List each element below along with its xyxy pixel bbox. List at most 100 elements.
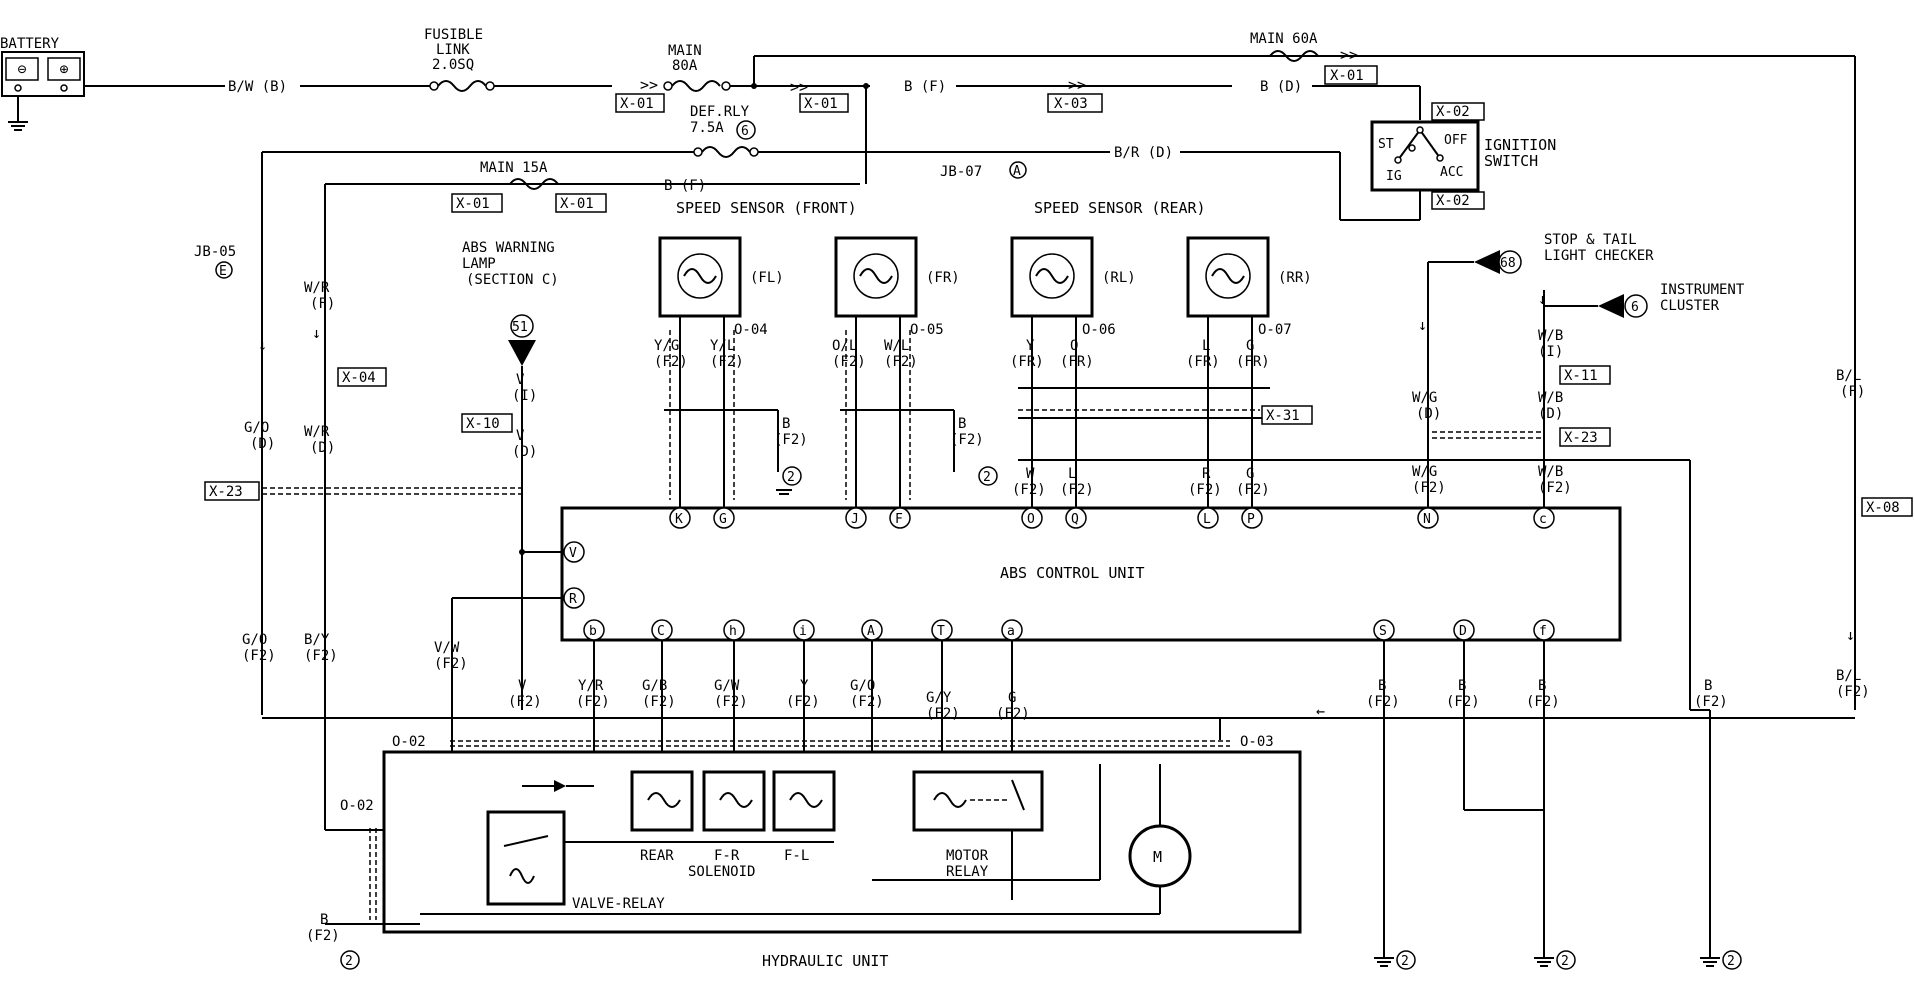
svg-text:ST: ST [1378, 137, 1394, 152]
svg-text:(F2): (F2) [508, 694, 542, 710]
svg-text:MOTOR: MOTOR [946, 848, 989, 864]
jb05-label: JB-05 [194, 244, 236, 260]
svg-text:80A: 80A [672, 58, 698, 74]
svg-text:G: G [1246, 338, 1254, 354]
ignition-switch[interactable]: ST IG OFF ACC IGNITION SWITCH X-02 X-02 [1370, 102, 1556, 210]
svg-text:(SECTION C): (SECTION C) [466, 272, 559, 288]
svg-text:h: h [729, 624, 737, 639]
svg-text:V: V [518, 678, 527, 694]
svg-text:(FR): (FR) [1010, 354, 1044, 370]
svg-text:B: B [782, 416, 790, 432]
wire-b-d: B (D) [1260, 79, 1302, 95]
svg-text:(FR): (FR) [1060, 354, 1094, 370]
svg-text:6: 6 [1631, 300, 1639, 315]
connector-x01-c: X-01 [1330, 68, 1364, 84]
svg-text:(F2): (F2) [1188, 482, 1222, 498]
svg-text:B: B [1538, 678, 1546, 694]
svg-text:(F2): (F2) [1366, 694, 1400, 710]
svg-text:X-23: X-23 [209, 484, 243, 500]
solenoid-fl: F-L [772, 770, 836, 864]
terminals-top: K G J F O Q L P N c [669, 507, 1555, 529]
svg-text:LINK: LINK [436, 42, 470, 58]
svg-text:(F2): (F2) [832, 354, 866, 370]
svg-text:W/G: W/G [1412, 464, 1437, 480]
svg-text:IG: IG [1386, 169, 1402, 184]
svg-text:>>: >> [790, 78, 808, 96]
svg-text:←: ← [1316, 702, 1325, 720]
svg-text:O-05: O-05 [910, 322, 944, 338]
wire-b-f-2: B (F) [664, 178, 706, 194]
speed-sensor-fl: (FL) [658, 236, 784, 318]
svg-text:O: O [1070, 338, 1078, 354]
svg-text:B/L: B/L [1836, 668, 1861, 684]
svg-text:(F2): (F2) [1236, 482, 1270, 498]
svg-text:(D): (D) [512, 444, 537, 460]
svg-text:68: 68 [1500, 256, 1516, 271]
svg-text:G/W: G/W [714, 678, 740, 694]
svg-text:(D): (D) [310, 440, 335, 456]
motor-relay: MOTOR RELAY [912, 770, 1044, 880]
svg-text:E: E [219, 264, 227, 279]
svg-text:(FR): (FR) [1236, 354, 1270, 370]
svg-text:W: W [1026, 466, 1035, 482]
svg-text:(I): (I) [512, 388, 537, 404]
svg-text:ABS WARNING: ABS WARNING [462, 240, 555, 256]
svg-text:SWITCH: SWITCH [1484, 152, 1538, 170]
svg-text:X-02: X-02 [1436, 193, 1470, 209]
svg-text:(F2): (F2) [242, 648, 276, 664]
svg-text:(F2): (F2) [710, 354, 744, 370]
svg-text:FUSIBLE: FUSIBLE [424, 27, 483, 43]
svg-text:B: B [1458, 678, 1466, 694]
svg-text:W/B: W/B [1538, 328, 1563, 344]
pump-motor: M [1128, 824, 1192, 888]
svg-text:F-L: F-L [784, 848, 809, 864]
svg-text:G: G [1246, 466, 1254, 482]
svg-text:(F2): (F2) [850, 694, 884, 710]
svg-text:D: D [1459, 624, 1467, 639]
svg-text:2: 2 [1561, 954, 1569, 969]
svg-text:MAIN 60A: MAIN 60A [1250, 31, 1318, 47]
svg-text:W/L: W/L [884, 338, 909, 354]
svg-text:X-01: X-01 [456, 196, 490, 212]
speed-sensor-rl: (RL) [1010, 236, 1136, 318]
instrument-label-2: CLUSTER [1660, 298, 1720, 314]
svg-text:(F2): (F2) [306, 928, 340, 944]
svg-text:W/R: W/R [304, 424, 330, 440]
svg-text:RELAY: RELAY [946, 864, 989, 880]
svg-text:(F): (F) [1840, 384, 1865, 400]
svg-text:2: 2 [787, 470, 795, 485]
wire-bw-b: B/W (B) [228, 79, 287, 95]
svg-text:(FR): (FR) [1186, 354, 1220, 370]
speed-sensor-front-label: SPEED SENSOR (FRONT) [676, 199, 857, 217]
svg-text:W/B: W/B [1538, 390, 1563, 406]
svg-text:(F2): (F2) [1538, 480, 1572, 496]
svg-text:B: B [320, 912, 328, 928]
wire-b-f: B (F) [904, 79, 946, 95]
svg-text:(F2): (F2) [1012, 482, 1046, 498]
svg-text:(D): (D) [250, 436, 275, 452]
svg-text:A: A [1013, 164, 1021, 179]
svg-text:VALVE-RELAY: VALVE-RELAY [572, 896, 665, 912]
svg-text:(F2): (F2) [434, 656, 468, 672]
svg-text:>>: >> [640, 76, 658, 94]
svg-text:MAIN: MAIN [668, 43, 702, 59]
stop-tail-label-1: STOP & TAIL [1544, 232, 1637, 248]
valve-relay: VALVE-RELAY [486, 810, 665, 912]
svg-text:↓: ↓ [312, 324, 321, 342]
svg-text:(F2): (F2) [1526, 694, 1560, 710]
svg-text:↓: ↓ [258, 336, 267, 354]
svg-text:b: b [589, 624, 597, 639]
svg-text:(I): (I) [1538, 344, 1563, 360]
abs-warning-lamp: ABS WARNING LAMP (SECTION C) 51 [462, 240, 559, 366]
fuse-main-60a: MAIN 60A >> [1250, 31, 1358, 64]
terminals-bottom: b C h i A T a S D f [583, 619, 1555, 641]
speed-sensor-rear-label: SPEED SENSOR (REAR) [1034, 199, 1206, 217]
svg-text:X-04: X-04 [342, 370, 376, 386]
svg-text:(D): (D) [1538, 406, 1563, 422]
svg-text:X-08: X-08 [1866, 500, 1900, 516]
svg-text:(RL): (RL) [1102, 270, 1136, 286]
svg-text:X-11: X-11 [1564, 368, 1598, 384]
svg-text:2: 2 [1401, 954, 1409, 969]
svg-text:S: S [1379, 624, 1387, 639]
